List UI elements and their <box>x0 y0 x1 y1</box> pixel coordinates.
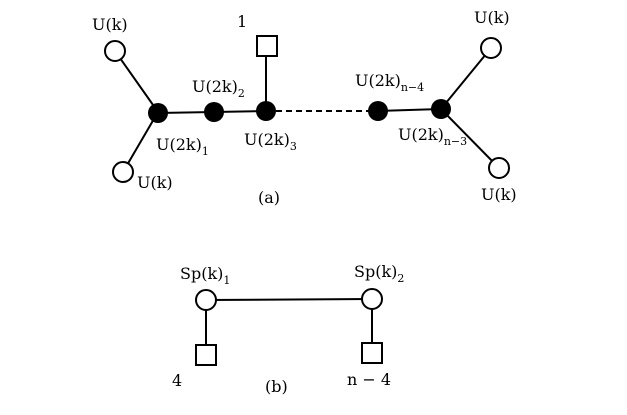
edge-u2k-n3-to-u-top-right <box>440 47 492 110</box>
label-u2k-n3: U(2k)n−3 <box>398 125 467 148</box>
node-u-bottom-left <box>112 161 134 183</box>
label-flavor-1: 1 <box>237 12 247 31</box>
label-u2k-1-main: U(2k) <box>156 135 202 154</box>
label-u2k-1: U(2k)1 <box>156 135 209 158</box>
label-flavor-n4: n − 4 <box>347 370 391 389</box>
label-sp-2-subscript: 2 <box>397 272 404 285</box>
label-u2k-n4-subscript: n−4 <box>401 81 424 94</box>
diagram-a: U(k) U(k) U(2k)1 U(2k)2 U(2k)3 1 U(2k)n−… <box>92 8 517 207</box>
label-sp-1: Sp(k)1 <box>180 264 230 287</box>
node-flavor-4 <box>195 344 217 366</box>
label-flavor-4: 4 <box>172 371 182 390</box>
label-u-top-right: U(k) <box>474 8 510 27</box>
label-u2k-n4-main: U(2k) <box>355 71 401 90</box>
node-u-bottom-right <box>488 157 510 179</box>
diagram-b: Sp(k)1 Sp(k)2 4 n − 4 (b) <box>172 262 404 396</box>
node-u-top-right <box>480 37 502 59</box>
node-u-top-left <box>104 40 126 62</box>
label-sp-1-subscript: 1 <box>223 274 230 287</box>
label-u-bottom-right: U(k) <box>481 185 517 204</box>
label-sp-2: Sp(k)2 <box>354 262 404 285</box>
edge-u-top-left-to-u2k-1 <box>114 50 159 113</box>
edge-sp-1-to-sp-2 <box>205 298 373 301</box>
node-u2k-2 <box>204 102 224 122</box>
label-u2k-1-subscript: 1 <box>202 145 209 158</box>
node-flavor-1 <box>256 35 278 57</box>
edge-u-bottom-left-to-u2k-1 <box>122 111 159 173</box>
label-u2k-n4: U(2k)n−4 <box>355 71 424 94</box>
edge-u2k-n3-to-u-bottom-right <box>440 108 500 169</box>
node-u2k-n4 <box>368 101 388 121</box>
label-u2k-2-subscript: 2 <box>238 87 245 100</box>
label-u2k-n3-main: U(2k) <box>398 125 444 144</box>
caption-a: (a) <box>258 188 280 207</box>
node-u2k-1 <box>148 103 168 123</box>
label-u-top-left: U(k) <box>92 15 128 34</box>
label-sp-1-main: Sp(k) <box>180 264 223 283</box>
node-flavor-n4 <box>361 342 383 364</box>
label-u2k-3-main: U(2k) <box>244 130 290 149</box>
label-u2k-3-subscript: 3 <box>290 140 297 153</box>
label-sp-2-main: Sp(k) <box>354 262 397 281</box>
node-sp-2 <box>361 288 383 310</box>
label-u2k-n3-subscript: n−3 <box>444 135 467 148</box>
label-u2k-2-main: U(2k) <box>192 77 238 96</box>
label-u-bottom-left: U(k) <box>137 173 173 192</box>
edge-u2k-n4-to-u2k-n3 <box>377 108 442 112</box>
node-u2k-3 <box>256 101 276 121</box>
node-sp-1 <box>195 289 217 311</box>
caption-b: (b) <box>265 377 288 396</box>
label-u2k-3: U(2k)3 <box>244 130 297 153</box>
node-u2k-n3 <box>431 99 451 119</box>
label-u2k-2: U(2k)2 <box>192 77 245 100</box>
